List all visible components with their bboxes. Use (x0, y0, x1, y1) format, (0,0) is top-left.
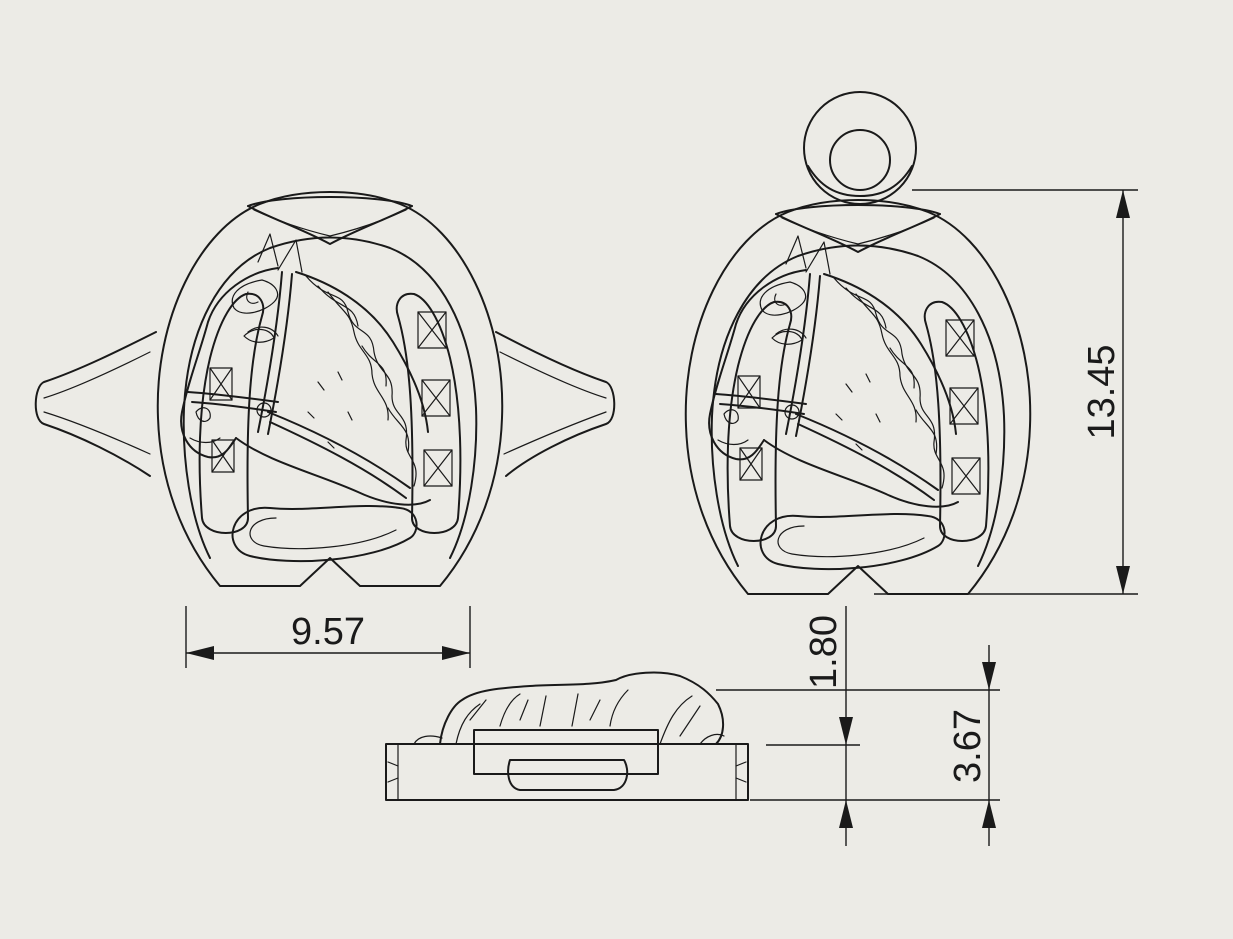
dimension-height: 13.45 (874, 189, 1138, 595)
dimension-relief: 1.80 (716, 606, 1000, 846)
dimension-width: 9.57 (185, 606, 471, 668)
height-dimension-label: 13.45 (1081, 344, 1123, 439)
front-view (34, 191, 616, 587)
width-dimension-label: 9.57 (291, 611, 365, 653)
dimension-base: 3.67 (750, 645, 1000, 846)
side-view (385, 671, 749, 801)
relief-dimension-label: 1.80 (803, 615, 845, 689)
pendant-view (684, 91, 1032, 595)
base-dimension-label: 3.67 (947, 709, 989, 783)
